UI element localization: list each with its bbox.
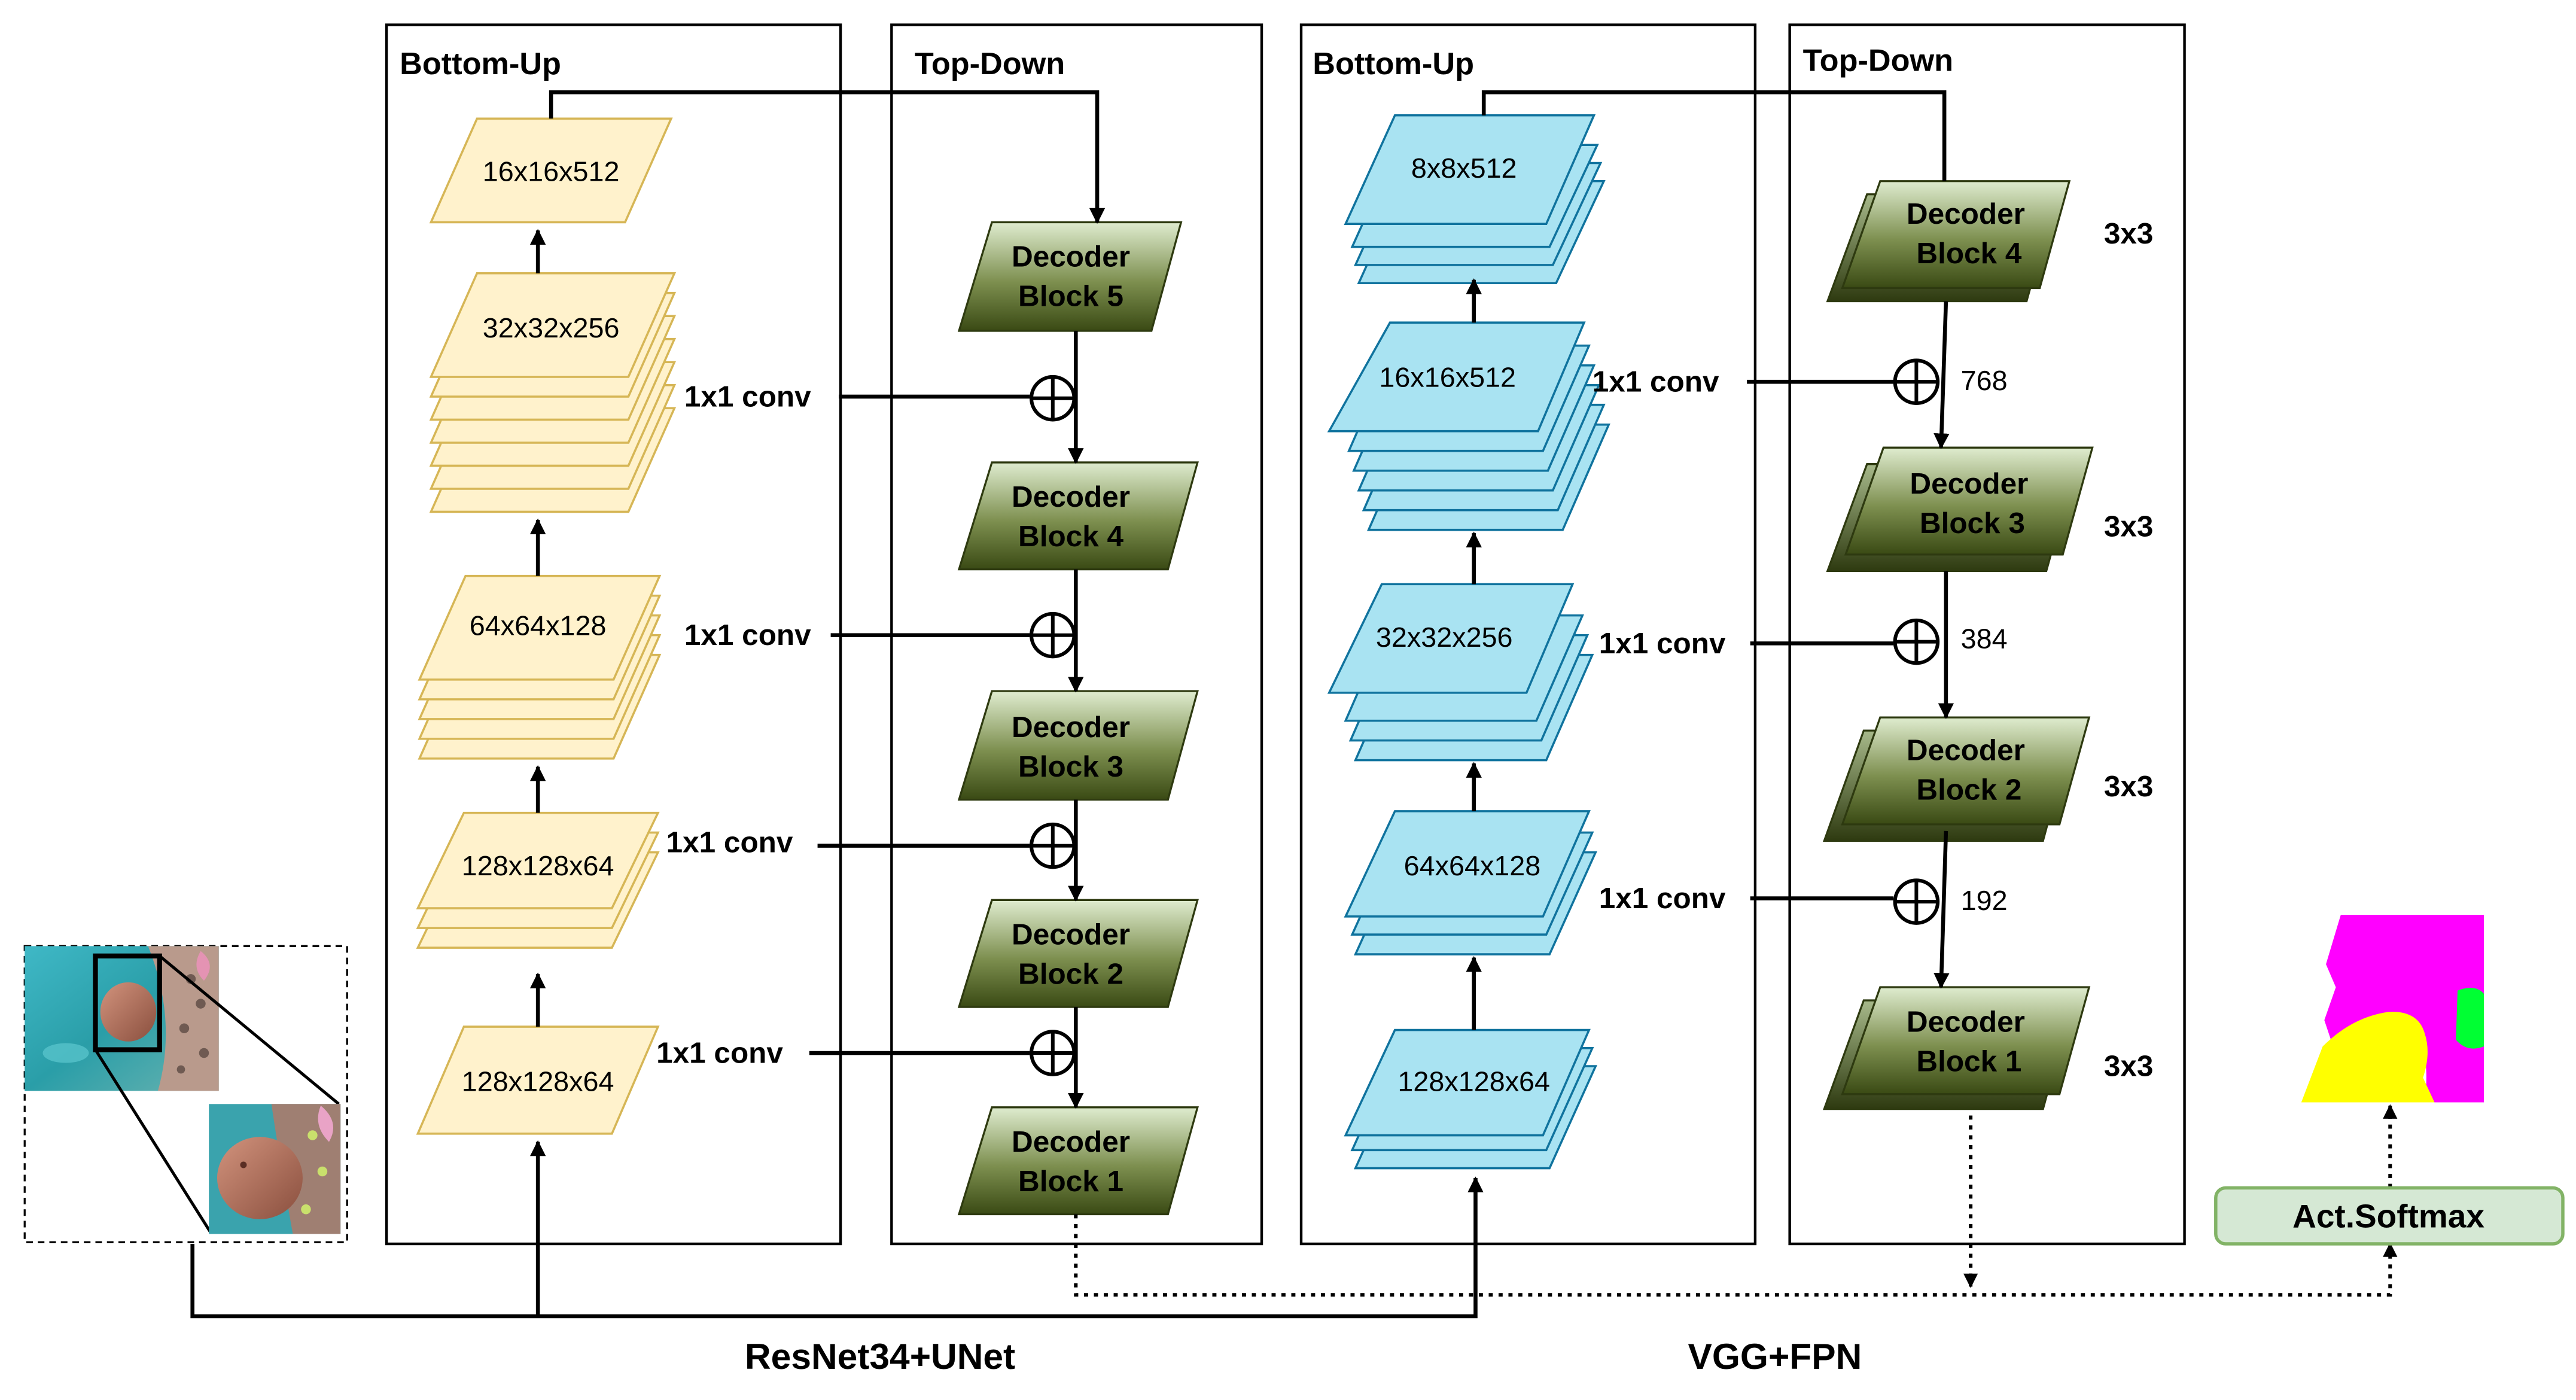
svg-text:Block 4: Block 4 bbox=[1916, 237, 2022, 270]
sum-node bbox=[1030, 375, 1076, 422]
kernel-label: 3x3 bbox=[2104, 510, 2154, 543]
decoder-block: Decoder Block 5 bbox=[957, 221, 1183, 332]
decoder-block: Decoder Block 1 bbox=[957, 1106, 1199, 1216]
sum-node bbox=[1893, 358, 1940, 405]
kernel-label: 3x3 bbox=[2104, 217, 2154, 250]
decoder-block: Decoder Block 4 bbox=[1826, 180, 2071, 303]
sum-node bbox=[1030, 822, 1076, 869]
layer-size: 8x8x512 bbox=[1411, 153, 1517, 184]
layer-size: 128x128x64 bbox=[1397, 1066, 1550, 1097]
input-routing bbox=[190, 1140, 1484, 1319]
layer-size: 32x32x256 bbox=[483, 312, 620, 343]
svg-text:Block 4: Block 4 bbox=[1018, 520, 1124, 553]
conv-label: 1x1 conv bbox=[1593, 366, 1719, 398]
sum-node bbox=[1030, 611, 1076, 659]
svg-text:Block 3: Block 3 bbox=[1920, 507, 2025, 540]
decoder-block: Decoder Block 1 bbox=[1823, 986, 2091, 1110]
channel-label: 192 bbox=[1961, 885, 2008, 916]
svg-text:Decoder: Decoder bbox=[1012, 1125, 1130, 1158]
panel-title: Top-Down bbox=[1803, 43, 1953, 78]
svg-text:Decoder: Decoder bbox=[1910, 467, 2028, 500]
feature-map-layer: 16x16x512 bbox=[429, 117, 673, 224]
layer-size: 16x16x512 bbox=[483, 156, 620, 187]
conv-label: 1x1 conv bbox=[656, 1037, 783, 1070]
panel-title: Top-Down bbox=[915, 47, 1065, 81]
layer-size: 16x16x512 bbox=[1379, 361, 1516, 392]
feature-map-layer: 16x16x512 bbox=[1327, 321, 1610, 531]
svg-text:Block 1: Block 1 bbox=[1916, 1045, 2021, 1078]
fpn-decoder: Decoder Block 4 Decoder Block 3 Decoder … bbox=[1823, 180, 2094, 1110]
unet-sum-nodes bbox=[1030, 375, 1076, 1076]
panel-title: Bottom-Up bbox=[400, 47, 561, 81]
kernel-label: 3x3 bbox=[2104, 770, 2154, 803]
layer-size: 128x128x64 bbox=[462, 1066, 614, 1097]
channel-label: 384 bbox=[1961, 623, 2008, 655]
fpn-encoder: 8x8x512 16x16x512 32x32x256 64x64x128 bbox=[1327, 114, 1610, 1170]
feature-map-layer: 32x32x256 bbox=[429, 272, 677, 513]
feature-map-layer: 8x8x512 bbox=[1344, 114, 1606, 284]
decoder-block: Decoder Block 3 bbox=[957, 690, 1199, 801]
panel-fpn-top-down: Top-Down bbox=[1788, 23, 2186, 1246]
decoder-block: Decoder Block 3 bbox=[1826, 446, 2094, 573]
feature-map-layer: 128x128x64 bbox=[1344, 1028, 1597, 1170]
activation-box: Act.Softmax bbox=[2214, 1186, 2565, 1246]
svg-text:Decoder: Decoder bbox=[1907, 1005, 2025, 1038]
activation-label: Act.Softmax bbox=[2292, 1198, 2484, 1235]
crop-box bbox=[93, 953, 162, 1052]
panel-fpn-bottom-up: Bottom-Up bbox=[1299, 23, 1757, 1246]
svg-text:Decoder: Decoder bbox=[1012, 241, 1130, 273]
layer-size: 64x64x128 bbox=[1404, 850, 1541, 881]
svg-text:Decoder: Decoder bbox=[1012, 918, 1130, 951]
layer-size: 128x128x64 bbox=[462, 850, 614, 881]
svg-text:Block 1: Block 1 bbox=[1018, 1165, 1123, 1198]
conv-label: 1x1 conv bbox=[666, 826, 793, 859]
fpn-connections bbox=[1481, 90, 1954, 989]
output-mask bbox=[2301, 915, 2484, 1103]
kernel-label: 3x3 bbox=[2104, 1050, 2154, 1083]
panel-title: Bottom-Up bbox=[1313, 47, 1474, 81]
zoomed-crop bbox=[209, 1104, 341, 1234]
unet-model-label: ResNet34+UNet bbox=[745, 1336, 1015, 1377]
svg-text:Block 3: Block 3 bbox=[1018, 750, 1123, 783]
decoder-block: Decoder Block 2 bbox=[1823, 716, 2091, 842]
feature-map-layer: 64x64x128 bbox=[418, 574, 662, 760]
svg-text:Decoder: Decoder bbox=[1012, 480, 1130, 513]
conv-label: 1x1 conv bbox=[684, 380, 811, 413]
unet-decoder: Decoder Block 5 Decoder Block 4 Decoder … bbox=[957, 221, 1199, 1216]
conv-label: 1x1 conv bbox=[684, 619, 811, 652]
conv-label: 1x1 conv bbox=[1599, 627, 1726, 660]
fpn-channel-labels: 768 384 192 bbox=[1961, 365, 2008, 916]
fpn-conv-labels: 1x1 conv 1x1 conv 1x1 conv bbox=[1593, 366, 1726, 915]
layer-size: 64x64x128 bbox=[470, 610, 607, 641]
svg-text:Block 5: Block 5 bbox=[1018, 280, 1123, 313]
feature-map-layer: 64x64x128 bbox=[1344, 810, 1597, 955]
unet-conv-labels: 1x1 conv 1x1 conv 1x1 conv 1x1 conv bbox=[656, 380, 811, 1069]
fpn-model-label: VGG+FPN bbox=[1688, 1336, 1862, 1377]
output-routing bbox=[1074, 1104, 2398, 1297]
unet-encoder: 16x16x512 32x32x256 64x64x128 12 bbox=[416, 117, 677, 1135]
svg-text:Block 2: Block 2 bbox=[1018, 958, 1123, 991]
unet-connections bbox=[549, 90, 1106, 1109]
svg-text:Decoder: Decoder bbox=[1907, 734, 2025, 767]
layer-size: 32x32x256 bbox=[1376, 622, 1513, 653]
decoder-block: Decoder Block 2 bbox=[957, 899, 1199, 1008]
conv-label: 1x1 conv bbox=[1599, 882, 1726, 915]
decoder-block: Decoder Block 4 bbox=[957, 461, 1199, 571]
svg-text:Decoder: Decoder bbox=[1012, 711, 1130, 744]
input-photo bbox=[25, 946, 219, 1091]
sum-node bbox=[1893, 878, 1940, 925]
sum-node bbox=[1893, 618, 1940, 665]
feature-map-layer: 128x128x64 bbox=[416, 811, 660, 949]
sum-node bbox=[1030, 1030, 1076, 1076]
svg-text:Decoder: Decoder bbox=[1907, 197, 2025, 230]
svg-text:Block 2: Block 2 bbox=[1916, 774, 2021, 806]
feature-map-layer: 32x32x256 bbox=[1327, 583, 1594, 762]
feature-map-layer: 128x128x64 bbox=[416, 1025, 660, 1135]
fpn-kernel-labels: 3x3 3x3 3x3 3x3 bbox=[2104, 217, 2154, 1082]
channel-label: 768 bbox=[1961, 365, 2008, 396]
fpn-sum-nodes bbox=[1893, 358, 1940, 925]
input-image bbox=[23, 945, 348, 1243]
